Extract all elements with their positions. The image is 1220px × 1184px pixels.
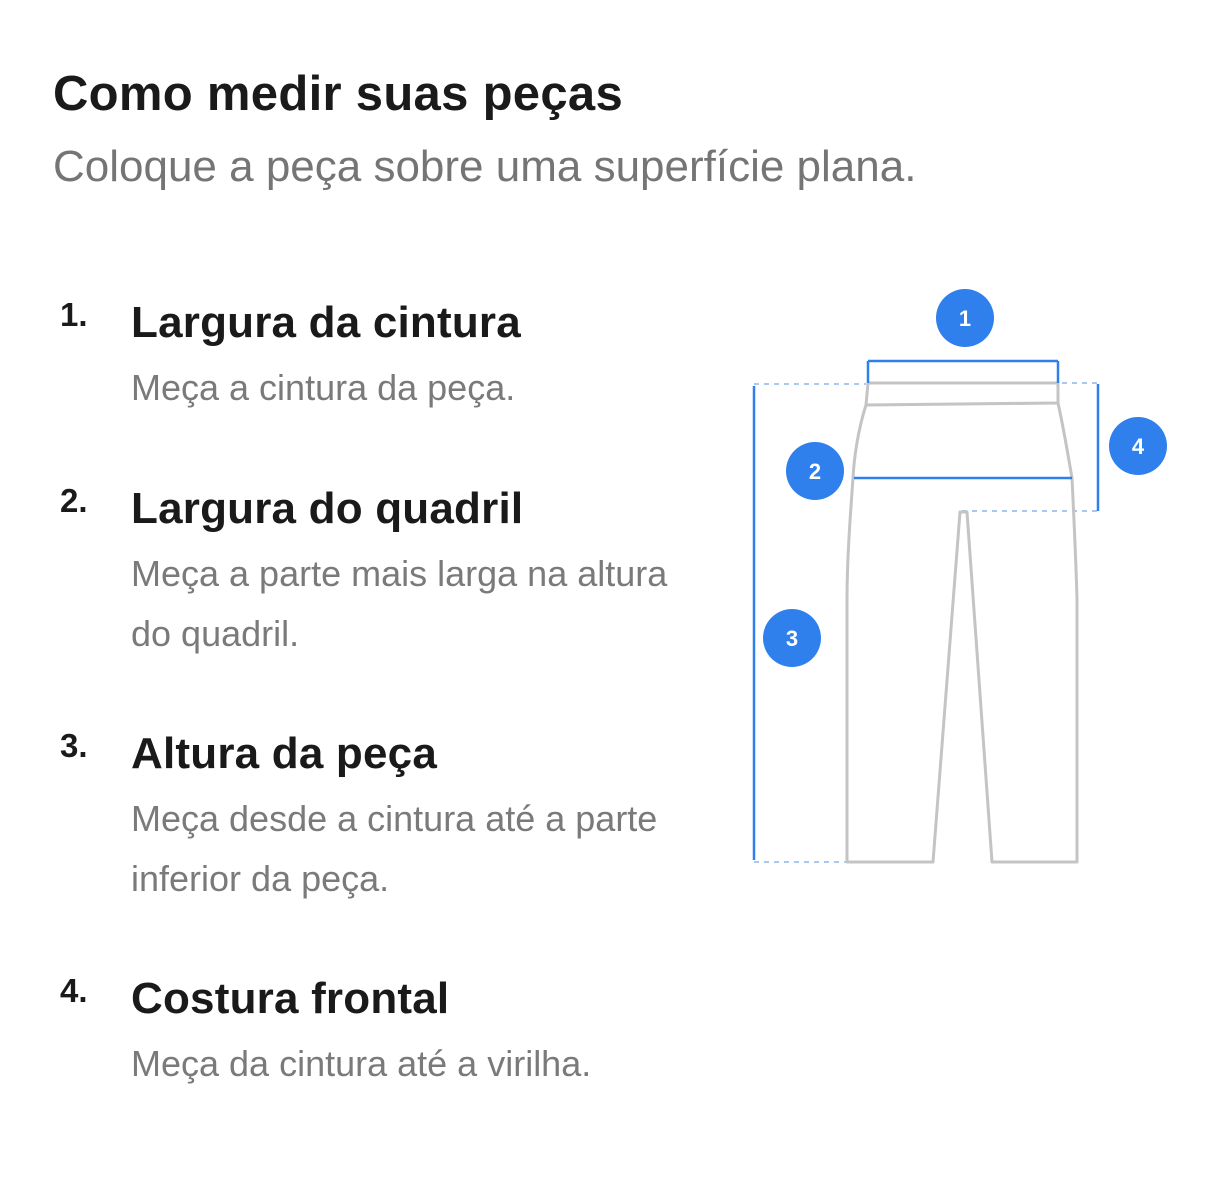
- step-number: 4.: [60, 972, 88, 1009]
- step-description: Meça desde a cintura até a parte inferio…: [131, 798, 658, 899]
- svg-text:1: 1: [959, 306, 971, 331]
- badge-3: 3: [763, 609, 821, 667]
- svg-text:3: 3: [786, 626, 798, 651]
- svg-text:4: 4: [1132, 434, 1145, 459]
- step-description: Meça a cintura da peça.: [131, 367, 516, 408]
- step-description: Meça da cintura até a virilha.: [131, 1043, 592, 1084]
- step-title: Costura frontal: [131, 974, 450, 1023]
- step-title: Altura da peça: [131, 729, 438, 778]
- page-subtitle: Coloque a peça sobre uma superfície plan…: [53, 142, 917, 191]
- step-number: 2.: [60, 482, 88, 519]
- measure-lines: [752, 359, 1100, 860]
- step-title: Largura do quadril: [131, 484, 524, 533]
- svg-text:2: 2: [809, 459, 821, 484]
- badge-1: 1: [936, 289, 994, 347]
- page-title: Como medir suas peças: [53, 67, 624, 121]
- badge-2: 2: [786, 442, 844, 500]
- pants-measurement-icon: 1 2 3 4: [752, 289, 1167, 864]
- step-description: Meça a parte mais larga na altura do qua…: [131, 553, 668, 654]
- step-number: 1.: [60, 296, 88, 333]
- pants-outline: [845, 381, 1079, 864]
- step-title: Largura da cintura: [131, 298, 521, 347]
- badge-4: 4: [1109, 417, 1167, 475]
- step-number: 3.: [60, 727, 88, 764]
